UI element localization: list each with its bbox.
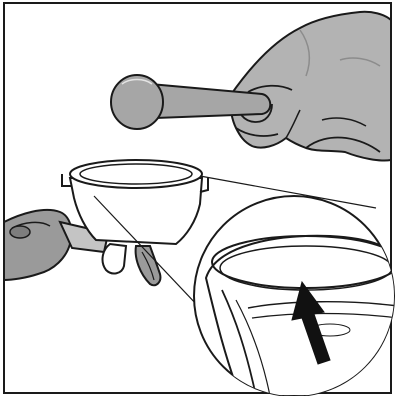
portafilter-icon (4, 160, 208, 285)
gloved-hand-icon (230, 12, 391, 161)
filter-basket-zoom-icon (194, 196, 395, 396)
